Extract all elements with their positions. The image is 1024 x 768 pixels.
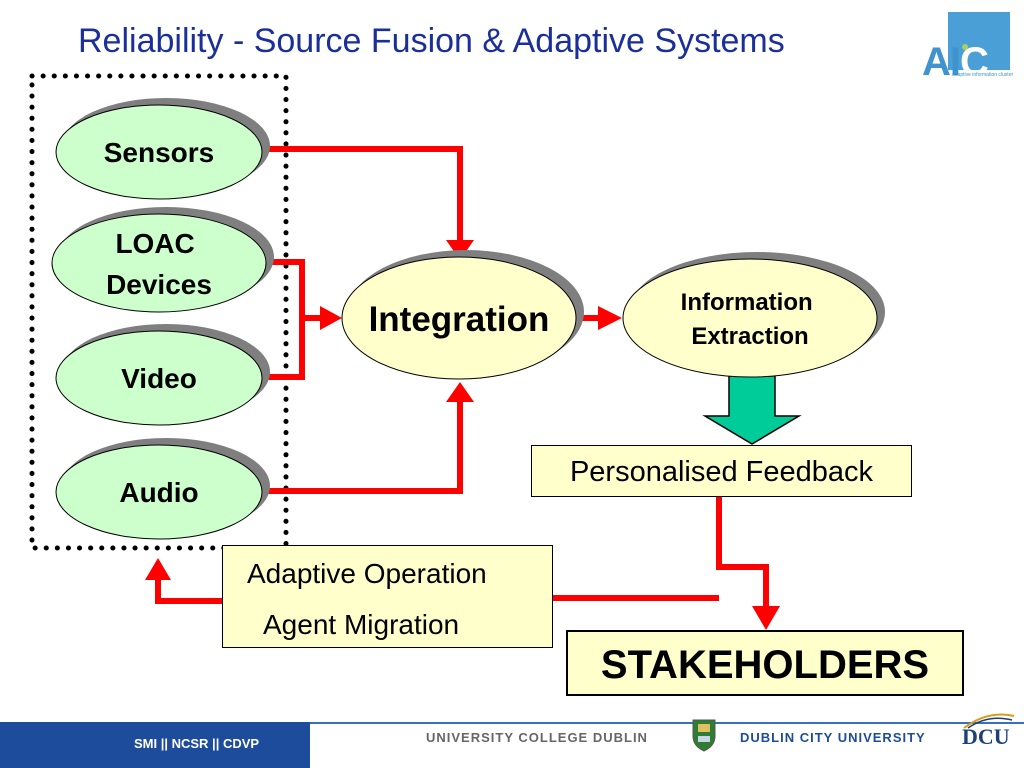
arrowhead — [320, 306, 342, 330]
extraction-line-2: Extraction — [691, 323, 808, 350]
source-label-audio: Audio — [119, 477, 198, 508]
down-arrow — [702, 375, 802, 445]
arrowhead — [752, 606, 780, 630]
agent-migration-label: Agent Migration — [263, 609, 460, 640]
extraction-label: Information Extraction — [681, 289, 820, 350]
logo-dot — [962, 44, 968, 50]
logo-letters: AIC — [922, 40, 989, 85]
aic-logo: AIC adaptive information cluster — [922, 12, 1014, 85]
footer-dcu: DUBLIN CITY UNIVERSITY — [740, 730, 926, 745]
logo-letters-c: C — [960, 40, 989, 84]
footer-ucd: UNIVERSITY COLLEGE DUBLIN — [426, 730, 648, 745]
integration-ellipse — [341, 256, 577, 380]
footer-divider — [0, 722, 1024, 724]
logo-box — [948, 12, 1010, 70]
arrow-audio-integration — [262, 400, 463, 494]
logo-letters-ai: AI — [922, 40, 961, 84]
source-ellipse-sensors — [55, 104, 263, 200]
ucd-crest-icon — [692, 719, 716, 752]
source-ellipse-loac — [51, 213, 267, 313]
sources-group-border — [29, 73, 289, 551]
integration-label: Integration — [369, 300, 550, 339]
arrow-loac-integration — [266, 259, 322, 321]
footer-band — [0, 722, 310, 768]
dcu-swoosh-icon — [963, 713, 1015, 729]
arrow-adaptive-sources — [155, 580, 222, 604]
personalised-feedback-box: Personalised Feedback — [531, 445, 912, 497]
loac-line-2: Devices — [106, 269, 212, 300]
source-label-loac: LOAC Devices — [106, 228, 212, 300]
source-label-video: Video — [121, 363, 197, 394]
arrowhead — [446, 382, 474, 402]
arrowheads — [145, 240, 780, 630]
arrowhead — [446, 240, 474, 260]
source-ellipse-video — [55, 330, 263, 426]
source-ellipse-audio — [55, 444, 263, 540]
dcu-logo-text: DCU — [962, 724, 1010, 749]
arrow-feedback-stakeholders — [716, 497, 769, 610]
flow-diagram: Sensors LOAC Devices Video Audio Integra… — [29, 73, 885, 630]
arrowhead — [598, 306, 622, 330]
loac-line-1: LOAC — [115, 228, 194, 259]
arrow-sensors-integration — [262, 146, 463, 240]
footer: SMI || NCSR || CDVP UNIVERSITY COLLEGE D… — [0, 713, 1024, 768]
stakeholders-box: STAKEHOLDERS — [566, 630, 964, 696]
adaptive-operation-label: Adaptive Operation — [247, 558, 487, 589]
arrow-video-integration — [262, 318, 305, 380]
dcu-logo: DCU — [958, 710, 1018, 750]
extraction-line-1: Information — [681, 289, 813, 316]
arrowhead — [145, 558, 171, 580]
source-nodes: Sensors LOAC Devices Video Audio — [51, 98, 274, 540]
extraction-ellipse — [622, 258, 878, 378]
footer-groups: SMI || NCSR || CDVP — [134, 736, 260, 751]
slide-title: Reliability - Source Fusion & Adaptive S… — [78, 22, 785, 60]
adaptive-box: Adaptive Operation Agent Migration — [222, 545, 553, 648]
logo-subtitle: adaptive information cluster — [952, 72, 1014, 78]
source-label-sensors: Sensors — [104, 137, 215, 168]
